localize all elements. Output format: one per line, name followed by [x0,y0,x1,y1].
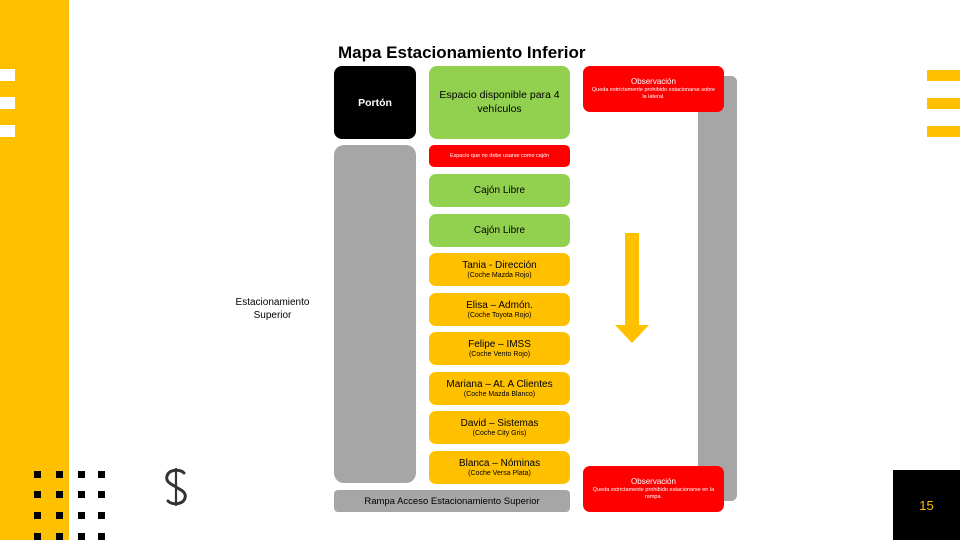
parking-slot: Felipe – IMSS (Coche Vento Rojo) [429,332,570,365]
slot-name: Cajón Libre [473,185,526,196]
slot-detail: (Coche Versa Plata) [468,470,531,477]
left-dash-decoration [0,125,15,137]
slot-detail: (Coche Mazda Rojo) [467,272,532,279]
slot-name: David – Sistemas [460,418,539,429]
dot [78,512,85,519]
parking-slot: Tania - Dirección (Coche Mazda Rojo) [429,253,570,286]
dot [34,471,41,478]
dot [34,491,41,498]
parking-slot: Cajón Libre [429,174,570,207]
right-dash-decoration [927,70,960,81]
observation-heading: Observación [631,477,676,487]
dot [98,512,105,519]
gate-block: Portón [334,66,416,139]
dot [78,533,85,540]
available-space-block: Espacio disponible para 4 vehículos [429,66,570,139]
page-number-box: 15 [893,470,960,540]
slot-detail: (Coche Vento Rojo) [468,351,531,358]
slot-detail: (Coche Mazda Blanco) [463,391,536,398]
dot [78,471,85,478]
s-logo-icon [160,467,192,512]
available-space-label: Espacio disponible para 4 vehículos [439,89,560,115]
dot [56,471,63,478]
slot-name: Felipe – IMSS [468,339,531,350]
upper-parking-label: Estacionamiento Superior [235,297,310,321]
parking-slot: Elisa – Admón. (Coche Toyota Rojo) [429,293,570,326]
slot-name: Blanca – Nóminas [458,458,541,469]
lateral-road [698,76,737,501]
observation-heading: Observación [631,77,676,87]
dot [34,512,41,519]
slot-name: Cajón Libre [473,225,526,236]
dot [56,512,63,519]
slide-title: Mapa Estacionamiento Inferior [338,43,586,62]
dot [98,471,105,478]
observation-text: Queda estrictamente prohibido estacionar… [592,487,715,500]
slot-detail: (Coche City Gris) [472,430,527,437]
page-number: 15 [919,497,934,513]
dot [98,491,105,498]
no-parking-label: Espacio que no debe usarse como cajón [449,153,550,159]
observation-text: Queda estrictamente prohibido estacionar… [591,87,716,100]
dot [78,491,85,498]
parking-slot: David – Sistemas (Coche City Gris) [429,411,570,444]
dot [34,533,41,540]
left-dash-decoration [0,97,15,109]
slot-name: Elisa – Admón. [466,300,533,311]
arrow-down-icon [612,233,652,350]
slot-detail: (Coche Toyota Rojo) [467,312,532,319]
upper-parking-area [334,145,416,483]
parking-slot: Blanca – Nóminas (Coche Versa Plata) [429,451,570,484]
dot [56,533,63,540]
gate-label: Portón [358,96,392,109]
ramp-access: Rampa Acceso Estacionamiento Superior [334,490,570,512]
observation-bottom: Observación Queda estrictamente prohibid… [583,466,724,512]
left-accent-band [0,0,69,540]
slot-name: Tania - Dirección [462,260,537,271]
ramp-label: Rampa Acceso Estacionamiento Superior [364,495,540,507]
slot-name: Mariana – At. A Clientes [446,379,553,390]
dot [98,533,105,540]
observation-top: Observación Queda estrictamente prohibid… [583,66,724,112]
right-dash-decoration [927,98,960,109]
parking-slot: Cajón Libre [429,214,570,247]
no-parking-space: Espacio que no debe usarse como cajón [429,145,570,167]
left-dash-decoration [0,69,15,81]
dot [56,491,63,498]
right-dash-decoration [927,126,960,137]
parking-slot: Mariana – At. A Clientes (Coche Mazda Bl… [429,372,570,405]
